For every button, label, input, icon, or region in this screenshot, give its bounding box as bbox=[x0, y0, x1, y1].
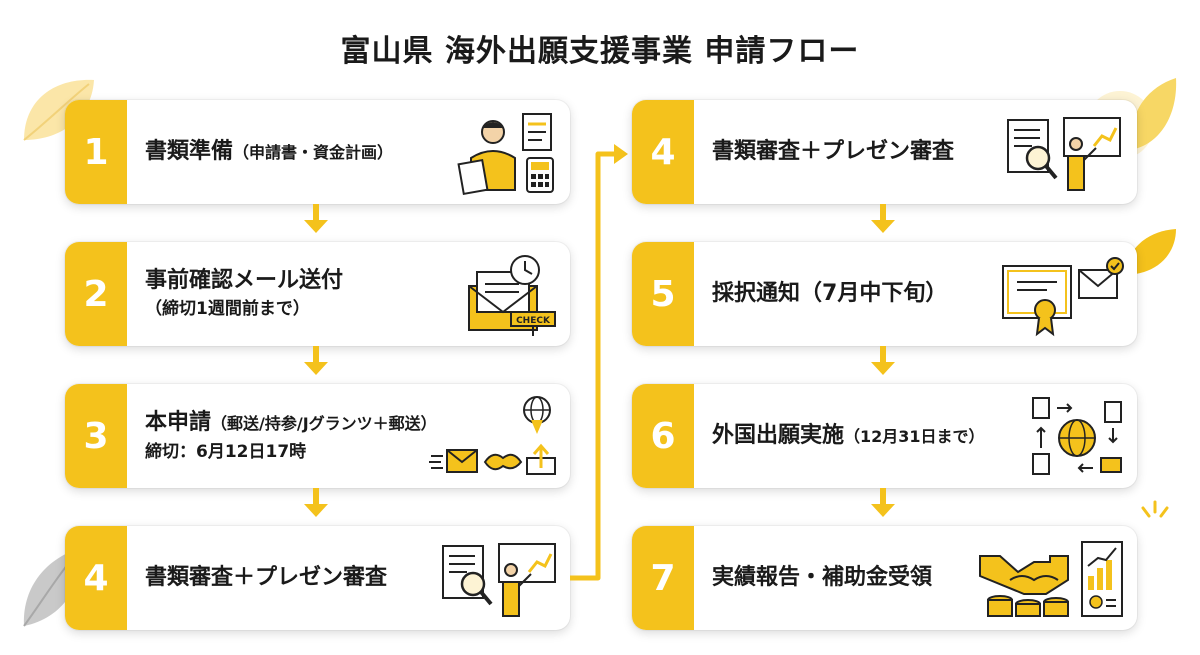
step-title: 実績報告・補助金受領 bbox=[712, 565, 933, 590]
handshake-coins-icon bbox=[979, 541, 1123, 617]
step-detail: （締切1週間前まで） bbox=[145, 299, 310, 319]
step-number: 4 bbox=[65, 526, 127, 630]
step-title: 書類審査＋プレゼン審査 bbox=[712, 139, 955, 164]
step-deadline: 締切：6月12日17時 bbox=[145, 441, 307, 462]
step-subtitle: （申請書・資金計画） bbox=[233, 142, 394, 162]
step-title: 書類準備 bbox=[145, 138, 234, 164]
leaf-decoration-icon bbox=[23, 79, 94, 141]
connector-arrow bbox=[570, 144, 628, 581]
step-card-4-left: 4 書類審査＋プレゼン審査 bbox=[65, 526, 570, 630]
step-subtitle: （7月中下旬） bbox=[800, 281, 948, 306]
email-check-icon: CHECK bbox=[468, 255, 556, 336]
step-card-4-right: 4 書類審査＋プレゼン審査 bbox=[632, 100, 1137, 204]
sparkle-decoration-icon bbox=[1141, 500, 1169, 518]
step-title: 事前確認メール送付 bbox=[145, 268, 344, 293]
step-number: 3 bbox=[65, 384, 127, 488]
leaf-decoration-icon bbox=[1124, 229, 1176, 275]
step-title: 採択通知 bbox=[712, 281, 801, 306]
step-number: 2 bbox=[65, 242, 127, 346]
step-number: 4 bbox=[632, 100, 694, 204]
step-subtitle: （郵送/持参/Jグランツ＋郵送） bbox=[211, 413, 437, 433]
step-subtitle: （12月31日まで） bbox=[844, 426, 985, 446]
step-title: 書類審査＋プレゼン審査 bbox=[145, 565, 388, 590]
step-card-1: 1 書類準備（申請書・資金計画） bbox=[65, 100, 570, 204]
step-title: 外国出願実施 bbox=[712, 422, 845, 448]
certificate-mail-icon bbox=[1002, 257, 1124, 337]
document-prep-icon bbox=[457, 113, 554, 196]
global-filing-icon bbox=[1032, 397, 1122, 475]
step-number: 6 bbox=[632, 384, 694, 488]
step-number: 7 bbox=[632, 526, 694, 630]
step-number: 1 bbox=[65, 100, 127, 204]
step-number: 5 bbox=[632, 242, 694, 346]
step-card-3: 3 本申請（郵送/持参/Jグランツ＋郵送） 締切：6月12日17時 bbox=[65, 384, 570, 488]
step-card-2: 2 事前確認メール送付 （締切1週間前まで） CHECK bbox=[65, 242, 570, 346]
step-card-5: 5 採択通知（7月中下旬） bbox=[632, 242, 1137, 346]
review-presentation-icon bbox=[1007, 117, 1121, 191]
check-badge-label: CHECK bbox=[516, 316, 551, 326]
step-card-6: 6 外国出願実施（12月31日まで） bbox=[632, 384, 1137, 488]
step-title: 本申請 bbox=[145, 409, 212, 435]
step-card-7: 7 実績報告・補助金受領 bbox=[632, 526, 1137, 630]
submission-icon bbox=[429, 396, 556, 475]
review-presentation-icon bbox=[442, 543, 556, 617]
page-title: 富山県 海外出願支援事業 申請フロー bbox=[340, 34, 860, 69]
